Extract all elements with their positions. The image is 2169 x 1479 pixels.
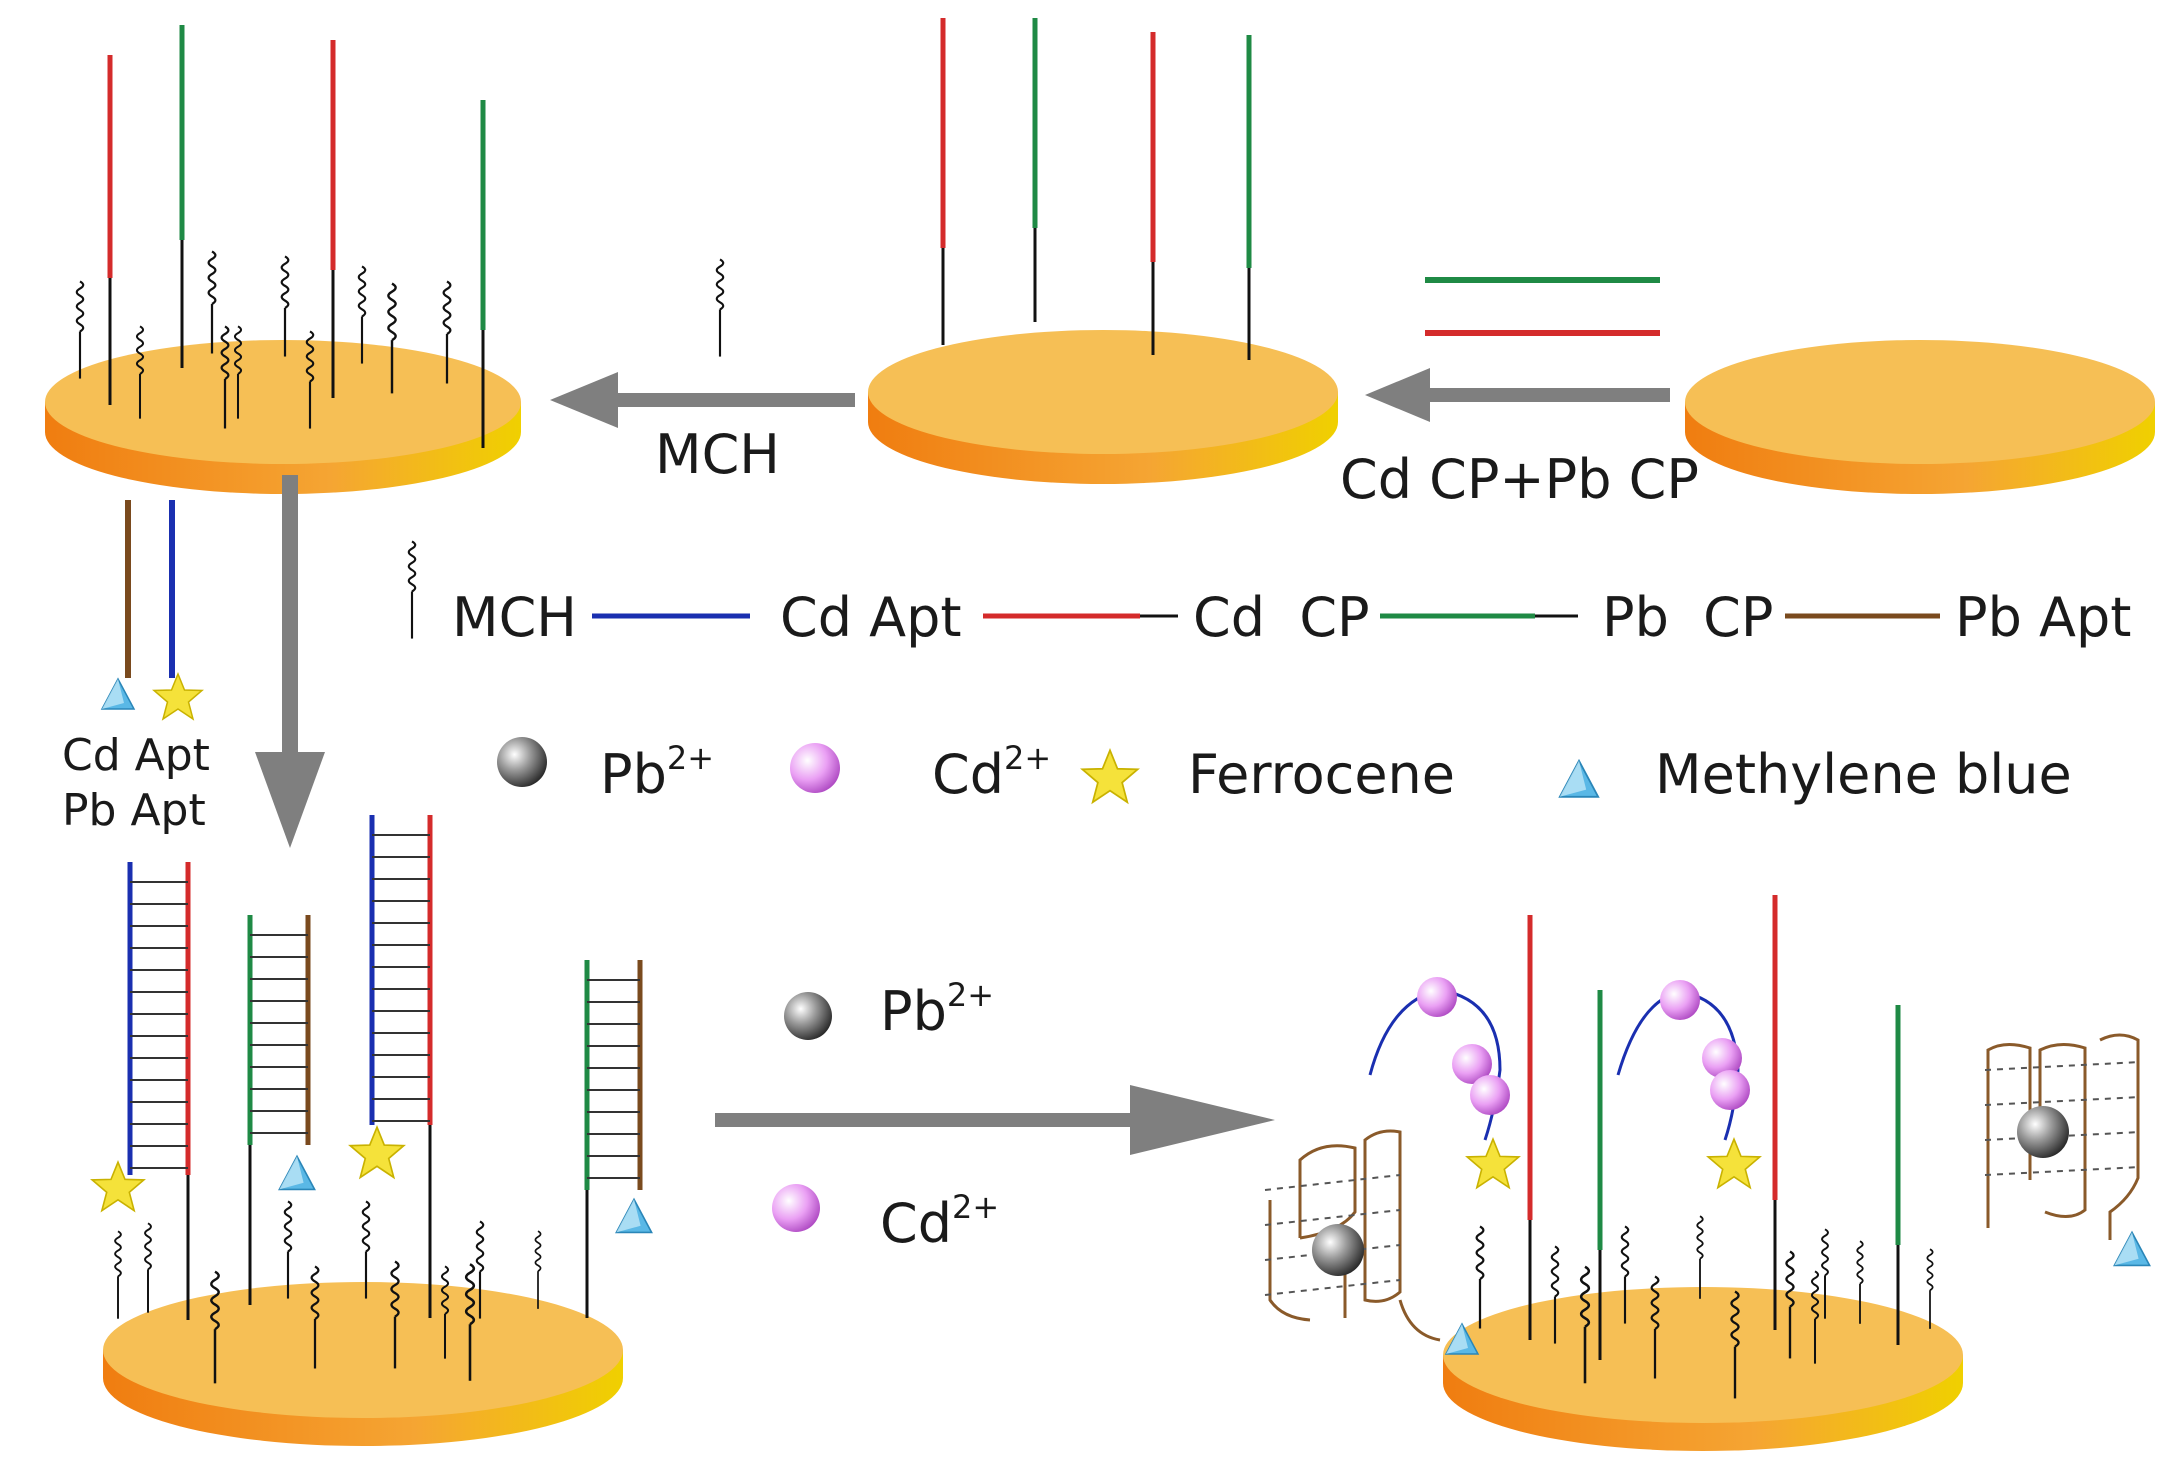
step-label-cp: Cd CP+Pb CP [1340,448,1699,511]
ferrocene-label [91,1161,145,1212]
legend-pb-apt: Pb Apt [1955,586,2131,649]
mch-molecule [283,1200,293,1300]
mch-molecule [75,280,85,380]
legend-ferrocene-icon [1081,749,1139,804]
cd-ion-icon [772,1184,820,1232]
cd-aptamer-complex-right [1616,980,1761,1189]
methylene-blue-label [278,1155,316,1191]
step-label-pb-apt: Pb Apt [62,785,206,836]
reagent-cp-strands [1425,277,1660,336]
legend-cd-apt: Cd Apt [780,586,962,649]
legend-strands: MCH Cd Apt Cd CP Pb CP Pb Apt [407,539,2131,649]
legend-cd-cp: Cd CP [1193,586,1370,649]
electrode-disc-mch [45,340,521,494]
arrow-mch-step [550,372,855,428]
arrow-apt-step [255,475,325,848]
g-quadruplex-right [1984,1033,2141,1240]
step-label-mch: MCH [655,423,780,486]
detection-mb-right [2113,1231,2151,1267]
legend-pb-ion: Pb2+ [600,739,714,806]
reagent-mch-molecule [715,257,725,359]
legend-methylene-blue: Methylene blue [1655,743,2072,806]
legend-ferrocene: Ferrocene [1188,743,1455,806]
methylene-blue-label [615,1198,653,1234]
mch-molecule [534,1229,542,1311]
electrode-disc-duplex [103,1282,623,1446]
reagent-aptamers [101,500,203,720]
electrode-disc-detection [1443,1287,1963,1451]
arrow-cp-step [1365,368,1670,422]
mch-molecule [1475,1225,1485,1330]
mch-molecule [207,250,217,355]
cd-aptamer-complex-left [1368,977,1520,1189]
electrode-disc-bare [1685,340,2155,494]
legend-methylene-blue-icon [1558,759,1600,798]
electrode-disc-cp [868,330,1338,484]
legend-labels: Pb2+ Cd2+ Ferrocene Methylene blue [497,737,2072,806]
g-quadruplex-left [1264,1129,1441,1342]
legend-pb-ion-icon [497,737,547,787]
legend-cd-ion: Cd2+ [932,739,1051,806]
mch-molecule [1695,1214,1705,1301]
legend-mch: MCH [452,586,577,649]
arrow-ion-step [715,1085,1275,1155]
pb-ion-icon [784,992,832,1040]
ferrocene-label [349,1126,405,1179]
legend-pb-cp: Pb CP [1602,586,1773,649]
step-label-cd-ion: Cd2+ [880,1188,999,1255]
step-label-pb-ion: Pb2+ [880,976,994,1043]
legend-cd-ion-icon [790,743,840,793]
methylene-blue-icon [101,678,135,710]
electrode-probes [75,18,1934,1400]
step-label-cd-apt: Cd Apt [62,730,210,781]
mch-molecule [143,1222,153,1314]
ferrocene-icon [153,673,203,720]
legend-mch-icon [407,539,417,641]
mch-molecule [113,1230,123,1320]
mch-molecule [1926,1247,1934,1331]
